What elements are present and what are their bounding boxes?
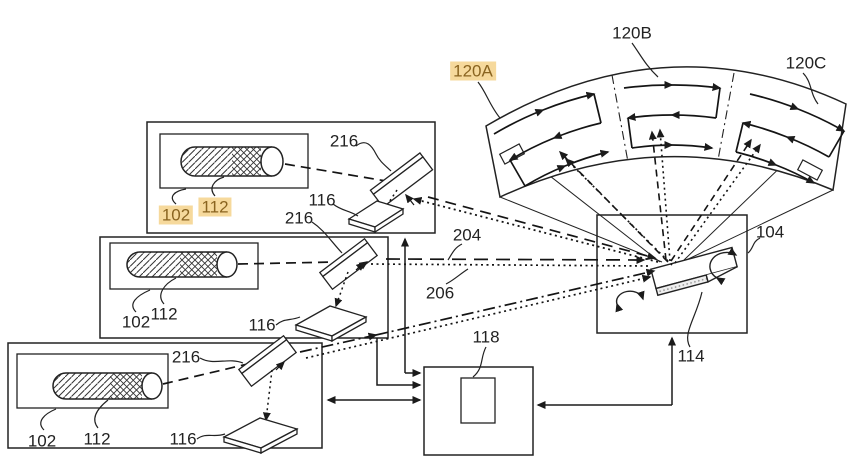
scan-mirror-216-1 <box>369 152 434 208</box>
control-wiring <box>326 237 676 409</box>
label-120C: 120C <box>785 53 827 73</box>
label-102-unit2: 102 <box>121 312 151 332</box>
controller-box-118 <box>423 366 534 456</box>
laser-rod-2 <box>126 251 227 278</box>
raster-scan-pattern-b <box>623 80 722 151</box>
controller-chip <box>460 377 496 424</box>
label-216-unit1: 216 <box>329 131 359 151</box>
rotation-arrow-right <box>709 247 738 286</box>
laser-unit-2 <box>126 237 379 343</box>
laser-unit-3 <box>52 334 299 455</box>
mems-scanner-box-104 <box>596 214 748 334</box>
band-tab-right <box>796 159 824 181</box>
label-116-unit2: 116 <box>248 315 276 335</box>
label-216-unit3: 216 <box>171 347 201 367</box>
tx-beam-204 <box>385 255 646 264</box>
rx-beam-unit1 <box>412 197 659 263</box>
laser-unit-3-box <box>7 342 323 449</box>
laser-housing-2 <box>109 242 259 290</box>
laser-unit-2-box <box>99 236 389 339</box>
scan-mirror-216-2 <box>318 237 379 291</box>
beam-paths <box>299 196 659 359</box>
scan-field-120 <box>485 66 847 263</box>
label-204: 204 <box>452 225 482 245</box>
leader-lines <box>40 42 819 440</box>
label-112-unit1: 112 <box>198 197 232 217</box>
tx-beam-unit3 <box>299 332 378 353</box>
laser-rod-3 <box>52 372 152 400</box>
label-116-unit3: 116 <box>169 429 197 449</box>
label-112-unit3: 112 <box>83 429 111 449</box>
label-102-unit3: 102 <box>27 431 57 451</box>
scanned-beams <box>558 128 761 266</box>
mems-mirror-114 <box>615 246 739 313</box>
label-112-unit2: 112 <box>150 304 178 324</box>
rx-beam-unit3 <box>305 274 652 359</box>
label-120B: 120B <box>612 23 652 43</box>
laser-unit-1 <box>180 146 434 234</box>
laser-housing-3 <box>16 353 169 409</box>
label-116-unit1: 116 <box>308 190 336 210</box>
scan-mirror-216-3 <box>237 334 298 388</box>
field-divider-left <box>611 74 629 163</box>
label-216-unit2: 216 <box>284 208 314 228</box>
label-120A: 120A <box>450 61 496 81</box>
detector-116-3 <box>222 417 299 455</box>
rx-beam-206 <box>369 263 649 267</box>
label-206: 206 <box>425 283 455 303</box>
raster-scan-pattern-c <box>735 93 846 184</box>
laser-rod-1 <box>180 146 272 177</box>
rotation-arrow-left <box>615 290 645 313</box>
detector-116-2 <box>294 305 368 343</box>
label-102-unit1: 102 <box>158 205 194 225</box>
label-118: 118 <box>472 327 500 347</box>
laser-housing-1 <box>159 133 309 189</box>
detector-116-1 <box>347 200 405 234</box>
tx-beam-unit1 <box>427 196 657 260</box>
laser-unit-1-box <box>146 121 436 234</box>
field-divider-right <box>717 72 735 161</box>
label-114: 114 <box>677 346 705 366</box>
label-104: 104 <box>755 222 785 242</box>
